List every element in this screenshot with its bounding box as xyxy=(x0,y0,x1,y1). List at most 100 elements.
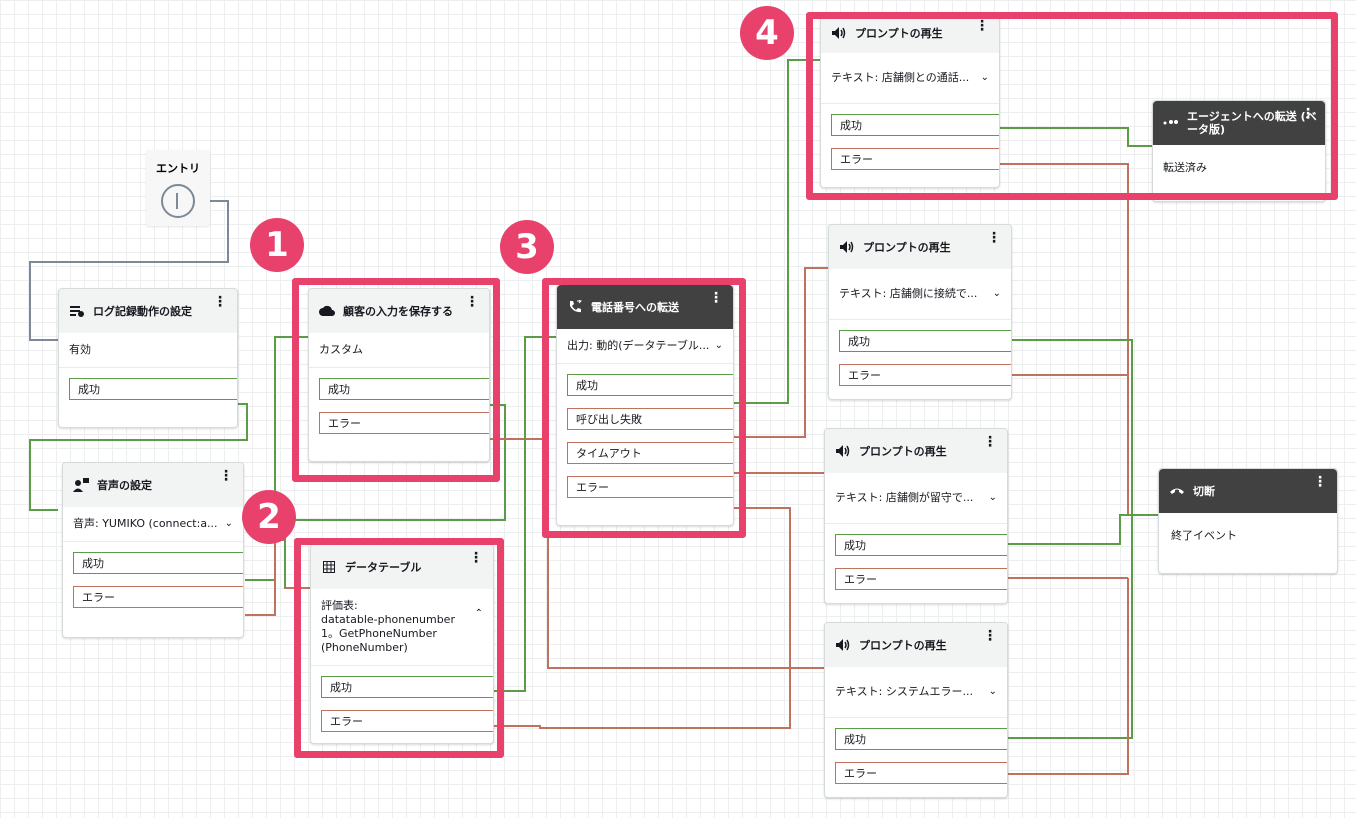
chevron-down-icon[interactable]: ⌄ xyxy=(992,288,1001,299)
chevron-down-icon[interactable]: ⌄ xyxy=(714,340,723,351)
more-options-icon[interactable]: ⋮ xyxy=(983,628,997,644)
block-body-text: テキスト: システムエラー... xyxy=(835,685,974,698)
block-header: プロンプトの再生 ⋮ xyxy=(825,623,1007,667)
block-body[interactable]: 出力: 動的(データテーブル... ⌄ xyxy=(557,329,733,364)
block-body-text: 出力: 動的(データテーブル... xyxy=(567,339,710,352)
block-title: 切断 xyxy=(1193,484,1215,498)
more-options-icon[interactable]: ⋮ xyxy=(987,230,1001,246)
speaker-icon xyxy=(835,443,851,459)
block-title: ログ記録動作の設定 xyxy=(93,304,192,318)
block-title: 電話番号への転送 xyxy=(591,300,679,314)
block-title: データテーブル xyxy=(345,560,422,574)
block-title: エージェントへの転送 (ベータ版) xyxy=(1187,110,1317,136)
block-body[interactable]: テキスト: 店舗側との通話... ⌄ xyxy=(821,53,999,104)
branch-error[interactable]: エラー xyxy=(839,364,1011,386)
speaker-icon xyxy=(839,239,855,255)
block-body[interactable]: 評価表: datatable-phonenumber 1。GetPhoneNum… xyxy=(311,589,493,666)
block-agent-transfer[interactable]: エージェントへの転送 (ベータ版) ⋮ 転送済み xyxy=(1152,100,1326,202)
block-header: 切断 ⋮ xyxy=(1159,469,1337,513)
step-badge-4: 4 xyxy=(740,6,794,60)
more-options-icon[interactable]: ⋮ xyxy=(213,294,227,310)
block-title: プロンプトの再生 xyxy=(859,444,947,458)
branch-error[interactable]: エラー xyxy=(321,710,493,732)
block-body: 終了イベント xyxy=(1171,529,1237,542)
block-header: 音声の設定 ⋮ xyxy=(63,463,243,507)
block-header: プロンプトの再生 ⋮ xyxy=(825,429,1007,473)
block-store-customer-input[interactable]: 顧客の入力を保存する ⋮ カスタム 成功 エラー xyxy=(308,288,490,462)
branch-success[interactable]: 成功 xyxy=(73,552,243,574)
chevron-down-icon[interactable]: ⌄ xyxy=(224,518,233,529)
branch-error[interactable]: エラー xyxy=(73,586,243,608)
step-badge-3: 3 xyxy=(500,220,554,274)
entry-point[interactable]: エントリ xyxy=(146,150,210,226)
branch-error[interactable]: エラー xyxy=(319,412,489,434)
more-options-icon[interactable]: ⋮ xyxy=(709,290,723,306)
chevron-up-icon[interactable]: ⌃ xyxy=(474,608,483,619)
more-options-icon[interactable]: ⋮ xyxy=(465,294,479,310)
block-body-text: テキスト: 店舗側との通話... xyxy=(831,71,970,84)
block-title: 顧客の入力を保存する xyxy=(343,304,453,318)
block-play-prompt-3[interactable]: プロンプトの再生 ⋮ テキスト: 店舗側が留守で... ⌄ 成功 エラー xyxy=(824,428,1008,604)
block-header: データテーブル ⋮ xyxy=(311,545,493,589)
branch-success[interactable]: 成功 xyxy=(69,378,237,400)
more-options-icon[interactable]: ⋮ xyxy=(219,468,233,484)
block-play-prompt-4[interactable]: プロンプトの再生 ⋮ テキスト: システムエラー... ⌄ 成功 エラー xyxy=(824,622,1008,798)
entry-icon xyxy=(161,184,195,218)
block-body[interactable]: テキスト: 店舗側に接続で... ⌄ xyxy=(829,269,1011,320)
more-options-icon[interactable]: ⋮ xyxy=(1313,474,1327,490)
branch-success[interactable]: 成功 xyxy=(835,728,1007,750)
branch-error[interactable]: エラー xyxy=(567,476,733,498)
branch-timeout[interactable]: タイムアウト xyxy=(567,442,733,464)
branch-error[interactable]: エラー xyxy=(835,762,1007,784)
more-options-icon[interactable]: ⋮ xyxy=(983,434,997,450)
block-body[interactable]: テキスト: システムエラー... ⌄ xyxy=(825,667,1007,718)
block-title: プロンプトの再生 xyxy=(863,240,951,254)
step-badge-1: 1 xyxy=(250,218,304,272)
block-body: 有効 xyxy=(59,333,237,368)
branch-success[interactable]: 成功 xyxy=(321,676,493,698)
block-body: 転送済み xyxy=(1163,161,1207,174)
speaker-icon xyxy=(831,25,847,41)
block-transfer-to-phone[interactable]: 電話番号への転送 ⋮ 出力: 動的(データテーブル...⌄ 成功 呼び出し失敗 … xyxy=(556,284,734,526)
block-header: 顧客の入力を保存する ⋮ xyxy=(309,289,489,333)
block-body[interactable]: 音声: YUMIKO (connect:a...⌄ xyxy=(63,507,243,542)
phone-transfer-icon xyxy=(567,299,583,315)
branch-error[interactable]: エラー xyxy=(835,568,1007,590)
branch-error[interactable]: エラー xyxy=(831,148,999,170)
chevron-down-icon[interactable]: ⌄ xyxy=(980,72,989,83)
branch-success[interactable]: 成功 xyxy=(831,114,999,136)
hang-up-icon xyxy=(1169,483,1185,499)
cloud-icon xyxy=(319,303,335,319)
block-header: プロンプトの再生 ⋮ xyxy=(821,13,999,53)
block-data-table[interactable]: データテーブル ⋮ 評価表: datatable-phonenumber 1。G… xyxy=(310,544,494,744)
block-body[interactable]: テキスト: 店舗側が留守で... ⌄ xyxy=(825,473,1007,524)
block-body-text: テキスト: 店舗側に接続で... xyxy=(839,287,978,300)
branch-success[interactable]: 成功 xyxy=(835,534,1007,556)
block-body-text: テキスト: 店舗側が留守で... xyxy=(835,491,974,504)
block-header: エージェントへの転送 (ベータ版) ⋮ xyxy=(1153,101,1325,145)
more-options-icon[interactable]: ⋮ xyxy=(469,550,483,566)
branch-call-failed[interactable]: 呼び出し失敗 xyxy=(567,408,733,430)
entry-label: エントリ xyxy=(156,162,200,175)
block-play-prompt-1[interactable]: プロンプトの再生 ⋮ テキスト: 店舗側との通話... ⌄ 成功 エラー xyxy=(820,12,1000,188)
branch-success[interactable]: 成功 xyxy=(319,378,489,400)
more-options-icon[interactable]: ⋮ xyxy=(1301,106,1315,122)
branch-success[interactable]: 成功 xyxy=(839,330,1011,352)
block-voice-settings[interactable]: 音声の設定 ⋮ 音声: YUMIKO (connect:a...⌄ 成功 エラー xyxy=(62,462,244,638)
speaker-icon xyxy=(835,637,851,653)
agent-transfer-icon xyxy=(1163,115,1179,131)
block-header: プロンプトの再生 ⋮ xyxy=(829,225,1011,269)
chevron-down-icon[interactable]: ⌄ xyxy=(988,492,997,503)
block-title: プロンプトの再生 xyxy=(859,638,947,652)
table-grid-icon xyxy=(321,559,337,575)
chevron-down-icon[interactable]: ⌄ xyxy=(988,686,997,697)
more-options-icon[interactable]: ⋮ xyxy=(975,18,989,34)
block-title: プロンプトの再生 xyxy=(855,26,943,40)
branch-success[interactable]: 成功 xyxy=(567,374,733,396)
block-play-prompt-2[interactable]: プロンプトの再生 ⋮ テキスト: 店舗側に接続で... ⌄ 成功 エラー xyxy=(828,224,1012,400)
block-disconnect[interactable]: 切断 ⋮ 終了イベント xyxy=(1158,468,1338,574)
block-logging-settings[interactable]: ログ記録動作の設定 ⋮ 有効 成功 xyxy=(58,288,238,428)
logging-settings-icon xyxy=(69,303,85,319)
block-header: ログ記録動作の設定 ⋮ xyxy=(59,289,237,333)
voice-settings-icon xyxy=(73,477,89,493)
